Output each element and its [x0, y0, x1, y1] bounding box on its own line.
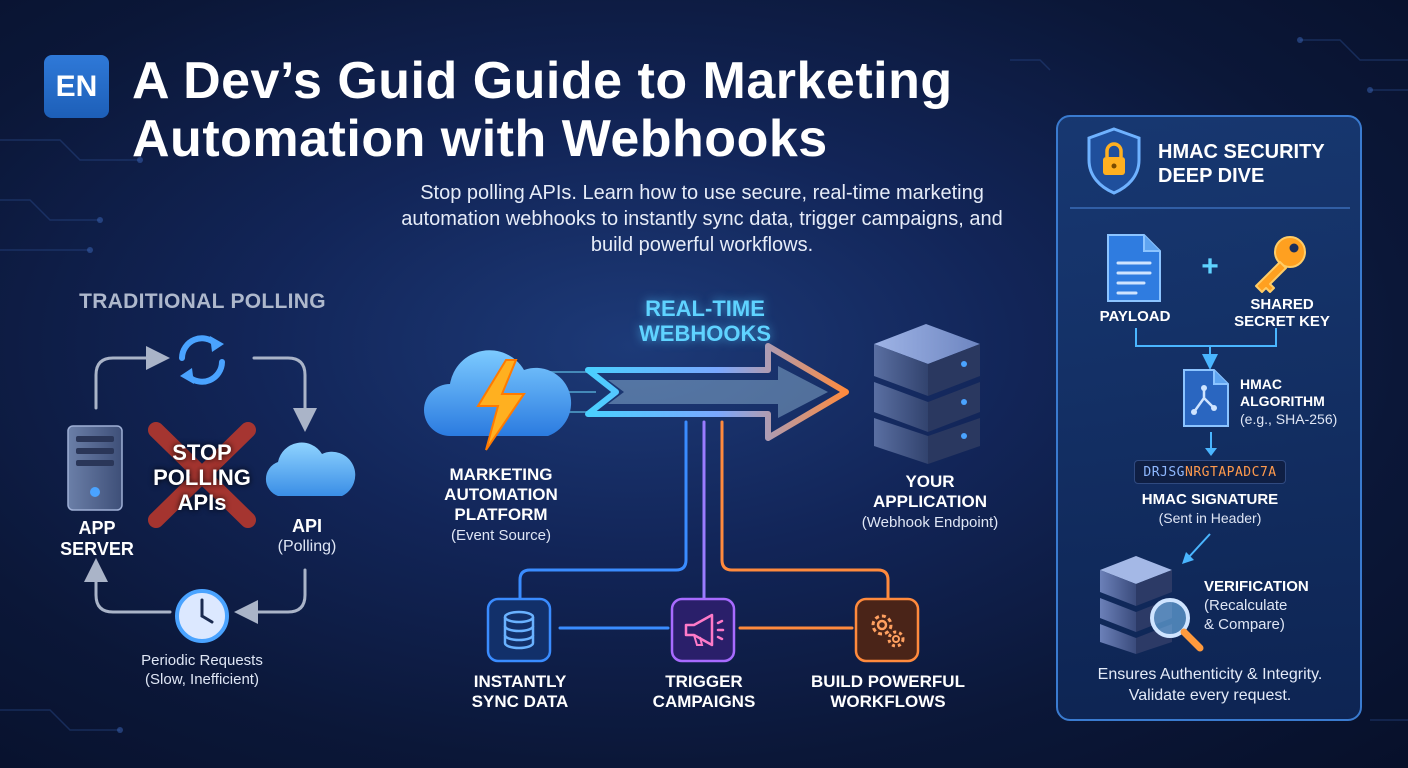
stop-line2: POLLING — [153, 465, 251, 490]
page-title-line1: A Dev’s Guid Guide to Marketing — [132, 52, 953, 110]
outcome-campaigns-line1: TRIGGER — [665, 672, 743, 691]
realtime-title-line1: REAL-TIME — [645, 296, 765, 321]
app-line1: YOUR — [905, 472, 955, 491]
stop-polling-label: STOP POLLING APIs — [140, 440, 264, 515]
event-source-label: MARKETING AUTOMATION PLATFORM (Event Sou… — [418, 465, 584, 547]
outcome-workflows-line2: WORKFLOWS — [830, 692, 946, 711]
note-line1: Ensures Authenticity & Integrity. — [1097, 666, 1323, 683]
algorithm-icon — [1183, 369, 1229, 427]
periodic-line1: Periodic Requests — [141, 652, 263, 669]
app-server-icon — [67, 425, 123, 511]
hmac-signature-value: DRJSGNRGTAPADC7A — [1134, 460, 1286, 484]
document-icon — [1107, 234, 1161, 302]
hmac-panel-title: HMAC SECURITY DEEP DIVE — [1158, 140, 1348, 188]
megaphone-icon — [670, 597, 736, 663]
page-title-line2: Automation with Webhooks — [132, 110, 828, 168]
shield-lock-icon — [1087, 127, 1141, 195]
algorithm-label: HMAC ALGORITHM (e.g., SHA-256) — [1240, 376, 1350, 428]
cloud-icon — [265, 442, 356, 496]
secret-key-label: SHARED SECRET KEY — [1226, 296, 1338, 330]
outcome-workflows-line1: BUILD POWERFUL — [811, 672, 965, 691]
outcome-workflows-label: BUILD POWERFUL WORKFLOWS — [798, 672, 978, 712]
diagonal-arrow-icon — [1182, 533, 1211, 564]
note-line2: Validate every request. — [1128, 687, 1292, 704]
realtime-title-line2: WEBHOOKS — [639, 321, 771, 346]
api-sub: (Polling) — [277, 538, 337, 555]
api-polling-label: API (Polling) — [262, 516, 352, 557]
secret-line1: SHARED — [1250, 296, 1314, 313]
source-sub: (Event Source) — [450, 527, 552, 544]
signature-label: HMAC SIGNATURE (Sent in Header) — [1110, 491, 1310, 527]
lightning-cloud-icon — [424, 350, 572, 451]
plus-sign: + — [1201, 250, 1219, 283]
key-icon — [1255, 236, 1306, 293]
database-icon — [486, 597, 552, 663]
hmac-title-line1: HMAC SECURITY — [1158, 141, 1325, 163]
periodic-requests-label: Periodic Requests (Slow, Inefficient) — [110, 651, 294, 689]
page-title: A Dev’s Guid Guide to Marketing Automati… — [132, 52, 953, 168]
outcome-sync-label: INSTANTLY SYNC DATA — [452, 672, 588, 712]
outcome-sync-line2: SYNC DATA — [471, 692, 569, 711]
outcome-sync-line1: INSTANTLY — [473, 672, 567, 691]
page-subtitle: Stop polling APIs. Learn how to use secu… — [401, 182, 1003, 256]
outcome-campaigns-line2: CAMPAIGNS — [652, 692, 756, 711]
outcome-campaigns-label: TRIGGER CAMPAIGNS — [636, 672, 772, 712]
language-badge: EN — [44, 55, 109, 118]
application-server-icon — [874, 324, 980, 464]
your-application-label: YOUR APPLICATION (Webhook Endpoint) — [842, 472, 1018, 534]
clock-icon — [175, 589, 229, 643]
signature-part2: NRGTAPADC7A — [1185, 465, 1277, 480]
polling-cycle-diagram — [84, 346, 317, 624]
hmac-note: Ensures Authenticity & Integrity. Valida… — [1066, 664, 1354, 706]
api-label: API — [291, 516, 322, 536]
verify-sub1: (Recalculate — [1204, 597, 1288, 614]
algo-line2: ALGORITHM — [1240, 393, 1325, 409]
verification-label: VERIFICATION (Recalculate & Compare) — [1204, 578, 1344, 634]
source-line3: PLATFORM — [454, 505, 548, 524]
gears-icon — [854, 597, 920, 663]
source-line1: MARKETING — [449, 465, 553, 484]
realtime-section-title: REAL-TIME WEBHOOKS — [590, 296, 820, 346]
refresh-icon — [179, 335, 225, 385]
stop-cross-icon — [148, 422, 256, 528]
stop-line3: APIs — [177, 490, 227, 515]
hmac-title-line2: DEEP DIVE — [1158, 165, 1265, 187]
secret-line2: SECRET KEY — [1234, 313, 1330, 330]
magnifier-icon — [1150, 598, 1204, 652]
panel-divider — [1070, 207, 1350, 209]
app-line2: APPLICATION — [873, 492, 987, 511]
signature-part1: DRJSG — [1143, 465, 1186, 480]
merge-connector — [1135, 328, 1277, 370]
app-server-line1: APP — [78, 518, 116, 538]
app-sub: (Webhook Endpoint) — [861, 514, 999, 531]
verify-label-line: VERIFICATION — [1204, 578, 1309, 595]
algo-line1: HMAC — [1240, 376, 1282, 392]
verify-sub2: & Compare) — [1204, 616, 1285, 633]
webhook-branch-lines — [518, 420, 890, 630]
down-arrow-icon — [1205, 432, 1217, 456]
payload-label: PAYLOAD — [1099, 308, 1171, 325]
app-server-label: APP SERVER — [60, 518, 134, 560]
signature-label-line: HMAC SIGNATURE — [1141, 491, 1279, 508]
algo-sub: (e.g., SHA-256) — [1240, 411, 1338, 427]
stop-line1: STOP — [172, 440, 232, 465]
app-server-line2: SERVER — [60, 539, 134, 559]
webhook-arrow-icon — [546, 343, 849, 441]
source-line2: AUTOMATION — [444, 485, 558, 504]
signature-sub: (Sent in Header) — [1158, 510, 1262, 526]
polling-section-title: TRADITIONAL POLLING — [79, 290, 326, 313]
periodic-line2: (Slow, Inefficient) — [145, 671, 259, 688]
